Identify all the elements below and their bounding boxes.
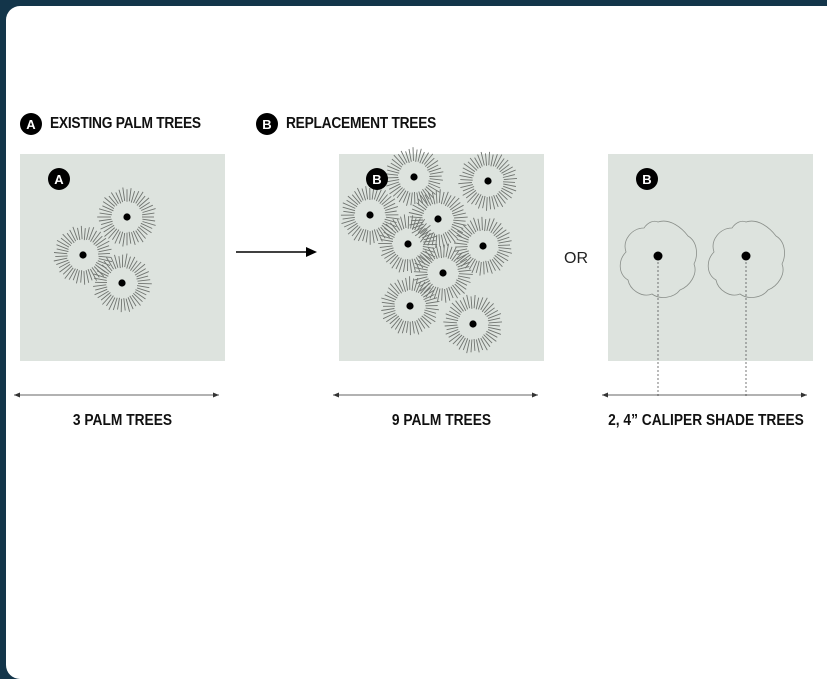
diagram-card: A EXISTING PALM TREES B REPLACEMENT TREE… <box>6 6 827 679</box>
palm-tree <box>458 151 518 211</box>
legend-label-replacement: REPLACEMENT TREES <box>286 115 437 132</box>
tree-drawings <box>14 147 807 398</box>
palm-trunk <box>118 279 126 287</box>
palm-trunk <box>406 302 414 310</box>
palm-tree <box>453 216 513 276</box>
palm-trunk <box>410 173 418 181</box>
shade-trees <box>619 220 785 396</box>
shade-tree-trunk-2 <box>741 251 751 261</box>
caption-9-palms: 9 PALM TREES <box>391 412 492 429</box>
caption-shade-trees: 2, 4” CALIPER SHADE TREES <box>608 412 804 429</box>
or-label: OR <box>564 250 588 267</box>
palm-tree <box>93 253 152 313</box>
palm-trunk <box>366 211 374 219</box>
palm-tree-group <box>53 147 518 354</box>
transform-arrow <box>236 247 317 257</box>
palm-tree <box>340 186 400 245</box>
shade-tree-trunk-1 <box>653 251 663 261</box>
width-dimension-1 <box>14 392 219 398</box>
palm-tree <box>53 225 113 285</box>
legend-badge-a: A <box>20 113 42 135</box>
palm-trunk <box>439 269 447 277</box>
shade-tree-canopy-1 <box>619 220 697 298</box>
panel-badge-b-palms: B <box>366 168 388 190</box>
caption-3-palms: 3 PALM TREES <box>72 412 173 429</box>
palm-trunk <box>79 251 87 259</box>
width-dimension-3 <box>602 392 807 398</box>
palm-trunk <box>469 320 477 328</box>
panel-badge-b-shade: B <box>636 168 658 190</box>
palm-trunk <box>484 177 492 185</box>
shade-tree-canopy-2 <box>707 220 785 298</box>
palm-trunk <box>123 213 131 221</box>
palm-trunk <box>404 240 412 248</box>
palm-trunk <box>479 242 487 250</box>
palm-tree <box>378 214 438 273</box>
panel-badge-a: A <box>48 168 70 190</box>
legend-label-existing: EXISTING PALM TREES <box>50 115 201 132</box>
palm-tree <box>384 147 444 206</box>
palm-tree <box>381 276 440 336</box>
legend-replacement: B REPLACEMENT TREES <box>256 113 460 135</box>
palm-tree <box>97 187 156 247</box>
palm-trunk <box>434 215 442 223</box>
width-dimension-2 <box>333 392 538 398</box>
legend-existing: A EXISTING PALM TREES <box>20 113 225 135</box>
palm-tree <box>443 294 503 354</box>
palm-tree <box>413 243 473 303</box>
legend-badge-b: B <box>256 113 278 135</box>
